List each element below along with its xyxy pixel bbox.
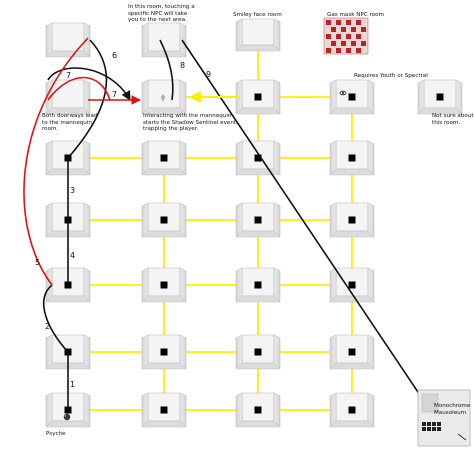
psyche-icon [63,413,71,421]
room-node [348,216,356,224]
step-label-4: 4 [70,251,75,260]
room-node [160,216,168,224]
room-smiley [235,18,281,52]
room-node [254,216,262,224]
psyche-label: Psyche [46,431,66,437]
room-npc-right [141,22,187,58]
room-node [348,154,356,162]
room-requires [329,79,375,115]
eye-icon [339,90,347,96]
route-step-2 [42,284,69,353]
room-npc-left [45,22,91,58]
step-label-6: 6 [112,51,117,60]
route-step-9 [181,39,431,411]
requires-note: Requires Youth or Spectral [354,73,428,79]
room-node [254,281,262,289]
step-label-3: 3 [70,186,75,195]
route-layer [23,37,431,411]
room-grid [235,267,281,303]
step-label-1: 1 [70,380,75,389]
room-node [436,93,444,101]
corridor-layer [68,40,353,411]
room-node [254,348,262,356]
room-grid [329,334,375,370]
room-grid [141,140,187,176]
room-node [348,281,356,289]
room-node [348,93,356,101]
room-not-sure [417,79,463,115]
room-node [160,154,168,162]
not-sure-note: Not sure about this room. [432,113,474,126]
step-label-8: 8 [180,61,185,70]
room-node [348,348,356,356]
room-grid [329,267,375,303]
route-step-6 [67,39,108,159]
room-grid [141,334,187,370]
step-label-7a: 7 [66,71,71,80]
room-node [254,93,262,101]
mannequin-note: Interacting with the mannequin starts th… [143,113,238,133]
room-layer [45,18,463,428]
smiley-room-label: Smiley face room [233,12,282,18]
room-grid [235,392,281,428]
room-doorways [45,79,91,115]
step-label-7b: 7 [112,90,117,99]
route-step-5 [23,37,89,286]
mausoleum-building [417,389,471,447]
room-grid [141,202,187,238]
gasmask-room-label: Gas mask NPC room [327,12,384,18]
gasmask-room-pattern [323,17,369,55]
route-red-loop [47,76,111,101]
room-node [254,154,262,162]
room-grid [141,267,187,303]
room-grid [329,140,375,176]
room-node [254,406,262,414]
room-grid [235,334,281,370]
room-grid [235,202,281,238]
route-step-7a [47,67,131,101]
room-grid [329,202,375,238]
step-label-5: 5 [35,258,40,267]
step-label-9: 9 [206,70,211,79]
room-grid [329,392,375,428]
room-top-mid [235,79,281,115]
mausoleum-label: Monochrome Mausoleum [434,403,471,416]
room-node [160,406,168,414]
room-mannequin [141,79,187,115]
room-node [348,406,356,414]
mannequin-icon [161,94,165,102]
room-grid [235,140,281,176]
room-node [160,281,168,289]
room-node [160,348,168,356]
npc-note: In this room, touching a specific NPC wi… [128,4,195,24]
doorways-note: Both doorways lead to the mannequin room… [42,113,98,133]
step-label-2: 2 [45,322,50,331]
route-step-8 [159,39,174,101]
room-grid [141,392,187,428]
